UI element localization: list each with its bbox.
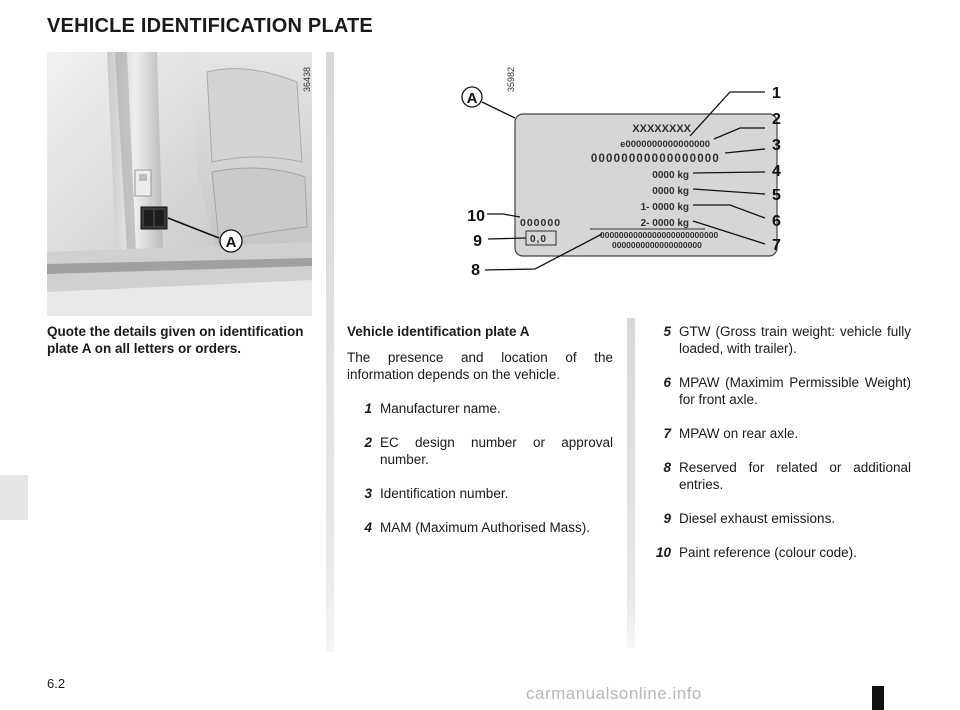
callout-6: 6 (772, 213, 781, 230)
plate-line-rear-axle: 2- 0000 kg (641, 218, 689, 229)
callout-2: 2 (772, 111, 781, 128)
plate-line-ec-number: e0000000000000000 (620, 139, 710, 150)
section-intro: The presence and location of the informa… (347, 350, 613, 382)
watermark: carmanualsonline.info (526, 684, 702, 703)
plate-line-front-axle: 1- 0000 kg (641, 202, 689, 213)
plate-line-emissions: 0,0 (530, 234, 547, 245)
bookmark-marker (872, 686, 884, 710)
plate-line-gtw: 0000 kg (652, 186, 689, 197)
plate-line-paint-code: 000000 (520, 217, 561, 229)
photo-caption: Quote the details given on identificatio… (47, 324, 304, 356)
callout-5: 5 (772, 187, 781, 204)
page-title: VEHICLE IDENTIFICATION PLATE (47, 15, 373, 37)
identification-plate-diagram: XXXXXXXX e0000000000000000 0000000000000… (440, 52, 800, 292)
photo-callout-a: A (226, 234, 237, 251)
plate-line-extra-2: 0000000000000000000 (612, 240, 702, 250)
plate-line-vin: 00000000000000000 (591, 153, 720, 165)
column-divider-left (326, 52, 334, 652)
plate-line-extra-1: 0000000000000000000000000 (600, 230, 718, 240)
plate-body (514, 113, 778, 257)
callout-7: 7 (772, 237, 781, 254)
diagram-callout-a: A (467, 90, 478, 107)
plate-line-manufacturer: XXXXXXXX (632, 123, 691, 135)
plate-line-mam: 0000 kg (652, 170, 689, 181)
callout-10: 10 (467, 208, 485, 225)
callout-9: 9 (473, 233, 482, 250)
callout-4: 4 (772, 163, 781, 180)
chapter-tab (0, 475, 28, 520)
photo-reference-code: 36438 (302, 66, 312, 92)
section-heading: Vehicle identification plate A (347, 324, 530, 339)
middle-column: Vehicle identification plate A The prese… (347, 323, 613, 553)
callout-3: 3 (772, 137, 781, 154)
column-divider-right (627, 318, 635, 648)
page-number: 6.2 (47, 676, 66, 691)
callout-8: 8 (471, 262, 480, 279)
door-pillar-photo: A (47, 52, 312, 316)
callout-1: 1 (772, 85, 781, 102)
